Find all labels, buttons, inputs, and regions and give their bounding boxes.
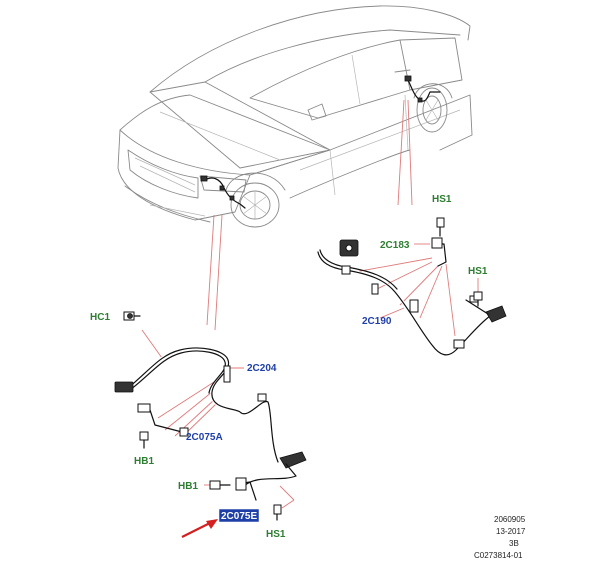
front-sensor-on-vehicle (200, 175, 246, 209)
ref-line-3: 3B (509, 539, 519, 548)
ref-line-2: 13-2017 (496, 527, 526, 536)
label-2c075e[interactable]: 2C075E (221, 511, 257, 522)
hc1-fastener (123, 311, 141, 321)
rear-harness-clip-3 (453, 339, 465, 349)
label-hb1-bottom[interactable]: HB1 (178, 481, 198, 492)
rear-harness-clip-1 (371, 283, 379, 295)
label-hs1-top[interactable]: HS1 (432, 194, 452, 205)
rear-harness-grommet (341, 265, 351, 275)
rear-harness-clip-2 (409, 299, 419, 313)
label-hb1-left[interactable]: HB1 (134, 456, 154, 467)
label-hc1[interactable]: HC1 (90, 312, 110, 323)
label-2c204[interactable]: 2C204 (247, 363, 277, 374)
ref-line-4: C0273814-01 (474, 551, 523, 560)
hs1-bottom-screw (273, 504, 282, 521)
front-speed-sensor (279, 451, 307, 469)
vehicle-outline (117, 5, 473, 228)
ref-line-1: 2060905 (494, 515, 526, 524)
label-hs1-right[interactable]: HS1 (468, 266, 488, 277)
label-2c075a[interactable]: 2C075A (186, 432, 223, 443)
rear-wheel-speed-sensor-harness (316, 239, 507, 357)
bracket-clip (179, 427, 189, 437)
leader-lines (141, 99, 479, 509)
hs1-top-screw (436, 217, 445, 237)
rear-sensor-on-vehicle (404, 75, 441, 103)
label-hs1-bottom[interactable]: HS1 (266, 529, 286, 540)
bracket-2c075a (137, 403, 151, 413)
selected-highlight (218, 508, 260, 523)
label-2c190[interactable]: 2C190 (362, 316, 392, 327)
label-2c183[interactable]: 2C183 (380, 240, 410, 251)
hs1-right-screw (473, 291, 483, 307)
front-harness-connector (114, 381, 134, 393)
front-wheel-speed-sensor-harness (114, 346, 307, 501)
selected-2c075e[interactable]: 2C075E (218, 508, 260, 523)
hb1-left-fastener (139, 431, 149, 449)
harness-clip (257, 393, 267, 402)
reference-block: 2060905 13-2017 3B C0273814-01 (474, 515, 526, 560)
rear-speed-sensor (485, 305, 507, 323)
front-harness-grommet (223, 365, 231, 383)
bracket-2c183-shape (431, 237, 447, 267)
pointer-arrow (181, 519, 218, 538)
bracket-2c075e-shape (235, 477, 247, 491)
hb1-bottom-fastener (209, 480, 231, 490)
